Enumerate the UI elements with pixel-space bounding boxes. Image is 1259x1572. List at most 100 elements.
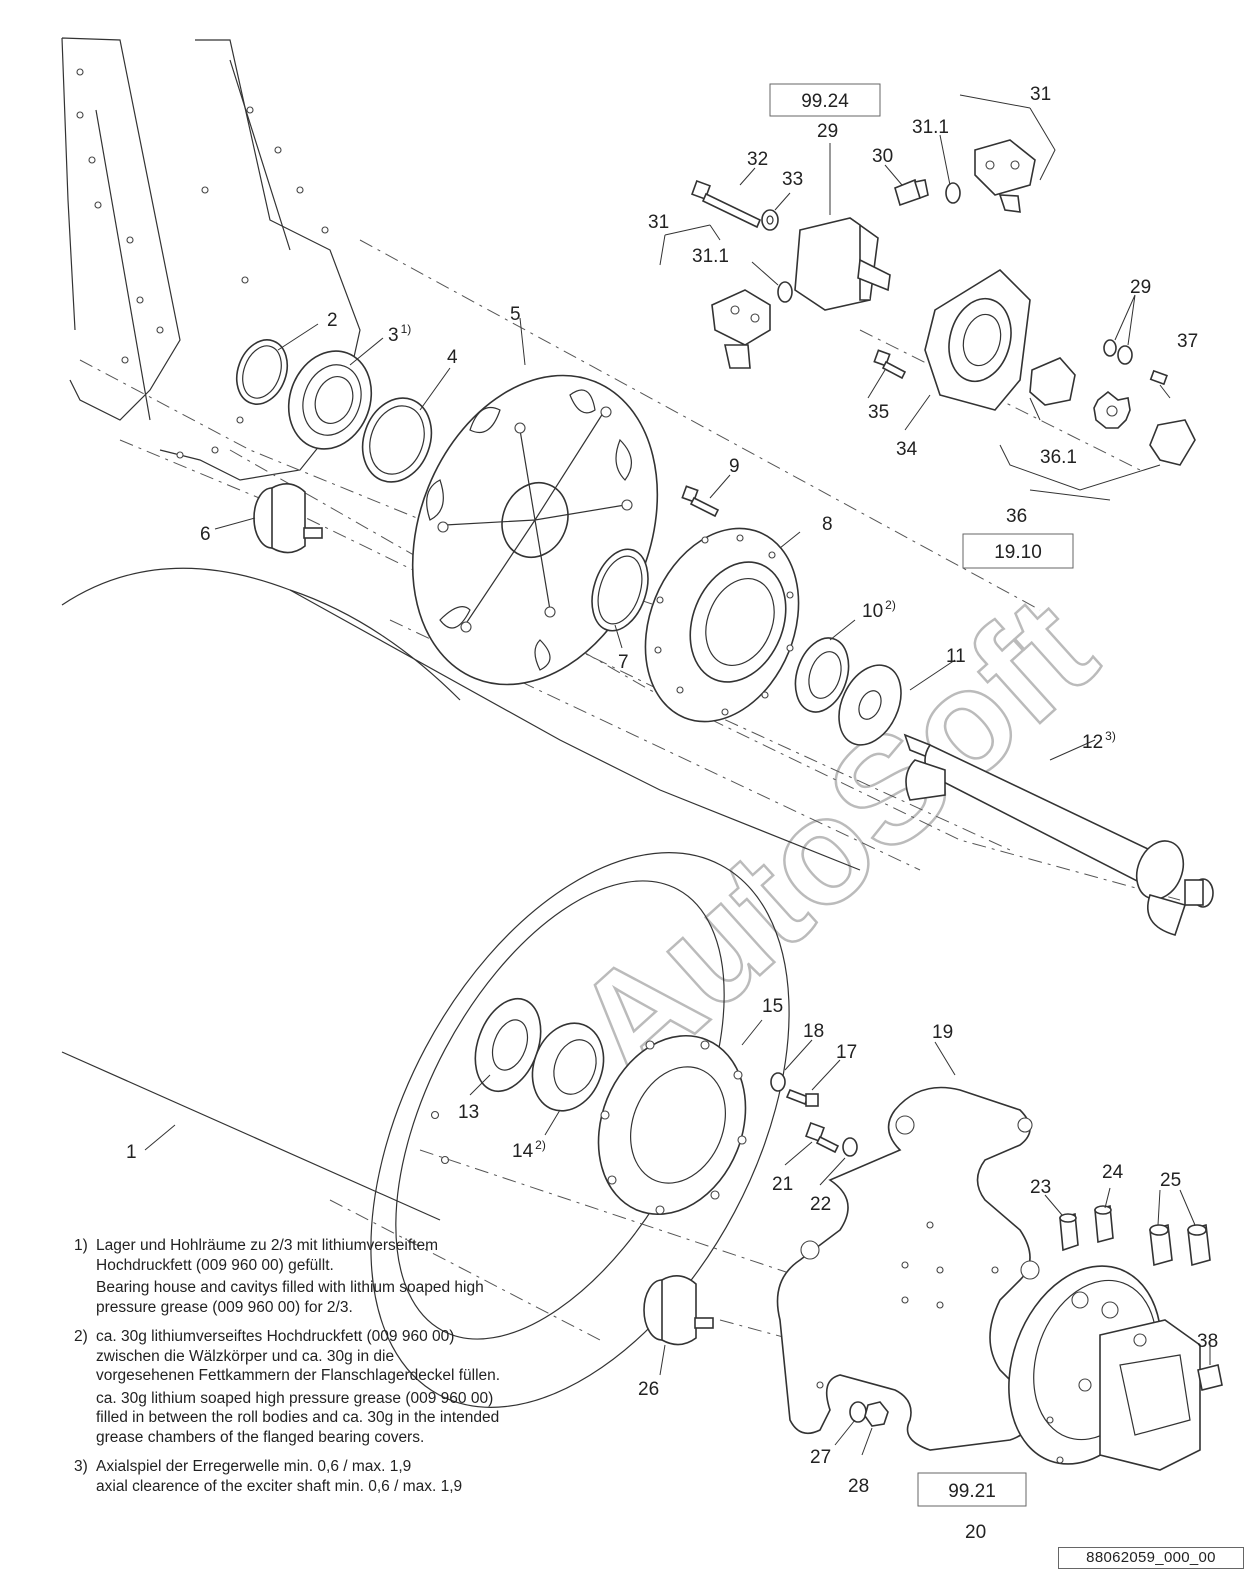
note-line-de: Hochdruckfett (009 960 00) gefüllt.: [96, 1256, 334, 1274]
callout-2: 2: [327, 310, 338, 331]
part-18-washer: [770, 1072, 786, 1092]
callout-36-1: 36.1: [1040, 447, 1077, 468]
part-31-fitting-upper: [974, 139, 1036, 213]
part-38-fitting: [1197, 1364, 1223, 1391]
part-7-o-ring: [591, 548, 649, 632]
note-line-en: pressure grease (009 960 00) for 2/3.: [96, 1298, 353, 1316]
part-29-nut-washer: [1103, 339, 1133, 365]
callout-32: 32: [747, 149, 768, 170]
part-23-fitting: [1059, 1212, 1079, 1252]
callout-24: 24: [1102, 1162, 1124, 1183]
reference-box-text: 19.10: [994, 542, 1042, 563]
reference-box-1: 99.24: [769, 83, 881, 117]
leader-lines: [144, 94, 1211, 1456]
reference-box-2: 19.10: [962, 533, 1074, 569]
callout-37: 37: [1177, 331, 1198, 352]
callout-36: 36: [1006, 506, 1027, 527]
callout-33: 33: [782, 169, 803, 190]
reference-box-text: 99.24: [801, 91, 849, 112]
part-12-exciter-shaft: [903, 733, 1214, 936]
callout-31: 31: [1030, 84, 1051, 105]
reference-box-3: 99.21: [917, 1472, 1027, 1507]
callout-38: 38: [1197, 1331, 1218, 1352]
note-line-en: axial clearence of the exciter shaft min…: [96, 1477, 463, 1495]
callout-29: 29: [1130, 277, 1151, 298]
part-14-bearing: [531, 1022, 605, 1112]
callout-20: 20: [965, 1522, 986, 1543]
part-28-nut: [864, 1401, 889, 1427]
note-line-de: Lager und Hohlräume zu 2/3 mit lithiumve…: [96, 1237, 439, 1254]
part-33-washer: [761, 209, 779, 231]
callout-4: 4: [447, 347, 458, 368]
note-line-en: ca. 30g lithium soaped high pressure gre…: [96, 1389, 494, 1407]
note-line-en: filled in between the roll bodies and ca…: [96, 1409, 500, 1426]
callout-28: 28: [848, 1476, 869, 1497]
callout-21: 21: [772, 1174, 793, 1195]
callout-6: 6: [200, 524, 211, 545]
callout-23: 23: [1030, 1177, 1051, 1198]
part-31-1-seal-lower: [777, 281, 793, 303]
part-20-vibration-motor: [1008, 1265, 1201, 1471]
callout-26: 26: [638, 1379, 659, 1400]
callout-7: 7: [618, 652, 629, 673]
assembly-notes: 1) Lager und Hohlräume zu 2/3 mit lithium…: [74, 1236, 594, 1506]
part-36-1-coupling-star: [1093, 390, 1131, 429]
callout-34: 34: [896, 439, 918, 460]
callout-30: 30: [872, 146, 893, 167]
note-3: 3)Axialspiel der Erregerwelle min. 0,6 /…: [74, 1457, 594, 1496]
note-2: 2)ca. 30g lithiumverseiftes Hochdruckfet…: [74, 1327, 594, 1447]
callout-5: 5: [510, 304, 521, 325]
part-9-screw: [681, 485, 720, 518]
callout-22: 22: [810, 1194, 831, 1215]
note-line-de: vorgesehenen Fettkammern der Flanschlage…: [96, 1367, 501, 1384]
part-11-washer: [838, 664, 902, 746]
callout-31-1: 31.1: [692, 246, 729, 267]
callout-11: 11: [946, 646, 966, 667]
part-15-bearing-cover: [597, 1034, 747, 1216]
part-3-bearing: [287, 350, 373, 450]
part-25-fitting-left: [1149, 1223, 1173, 1267]
part-29-pump: [794, 217, 891, 311]
drawing-number: 88062059_000_00: [1058, 1547, 1244, 1569]
part-24-fitting: [1094, 1204, 1114, 1244]
part-22-washer: [842, 1137, 858, 1157]
note-number: 1): [74, 1237, 88, 1254]
note-line-de: ca. 30g lithiumverseiftes Hochdruckfett …: [96, 1328, 455, 1345]
part-4-seal-ring: [361, 397, 433, 483]
callout-27: 27: [810, 1447, 831, 1468]
note-line-en: Bearing house and cavitys filled with li…: [96, 1279, 484, 1296]
callout-18: 18: [803, 1021, 824, 1042]
note-number: 3): [74, 1458, 88, 1475]
part-13-seal: [474, 997, 542, 1093]
part-36-coupling-half: [1029, 357, 1196, 466]
part-6-rubber-buffer: [253, 483, 323, 554]
part-10-bearing: [794, 637, 850, 713]
callout-25: 25: [1160, 1170, 1181, 1191]
part-32-bolt: [691, 180, 762, 229]
part-37-screw: [1149, 369, 1168, 386]
callout-31: 31: [648, 212, 669, 233]
part-35-screw: [873, 349, 907, 380]
callout-13: 13: [458, 1102, 479, 1123]
part-31-fitting-lower: [711, 289, 771, 369]
note-line-en: grease chambers of the flanged bearing c…: [96, 1428, 425, 1446]
callout-17: 17: [836, 1042, 857, 1063]
reference-box-text: 99.21: [948, 1481, 996, 1502]
part-30-fitting: [894, 178, 929, 207]
callout-29-pump: 29: [817, 121, 838, 142]
callout-35: 35: [868, 402, 889, 423]
part-34-pump-flange: [924, 268, 1031, 411]
part-26-rubber-buffer: [643, 1275, 714, 1346]
callout-31-1: 31.1: [912, 117, 949, 138]
part-17-screw: [785, 1088, 819, 1107]
callout-8: 8: [822, 514, 833, 535]
note-line-de: zwischen die Wälzkörper und ca. 30g in d…: [96, 1347, 395, 1365]
part-8-flange-housing: [644, 527, 800, 723]
part-19-bracket: [776, 1086, 1040, 1451]
callout-19: 19: [932, 1022, 953, 1043]
